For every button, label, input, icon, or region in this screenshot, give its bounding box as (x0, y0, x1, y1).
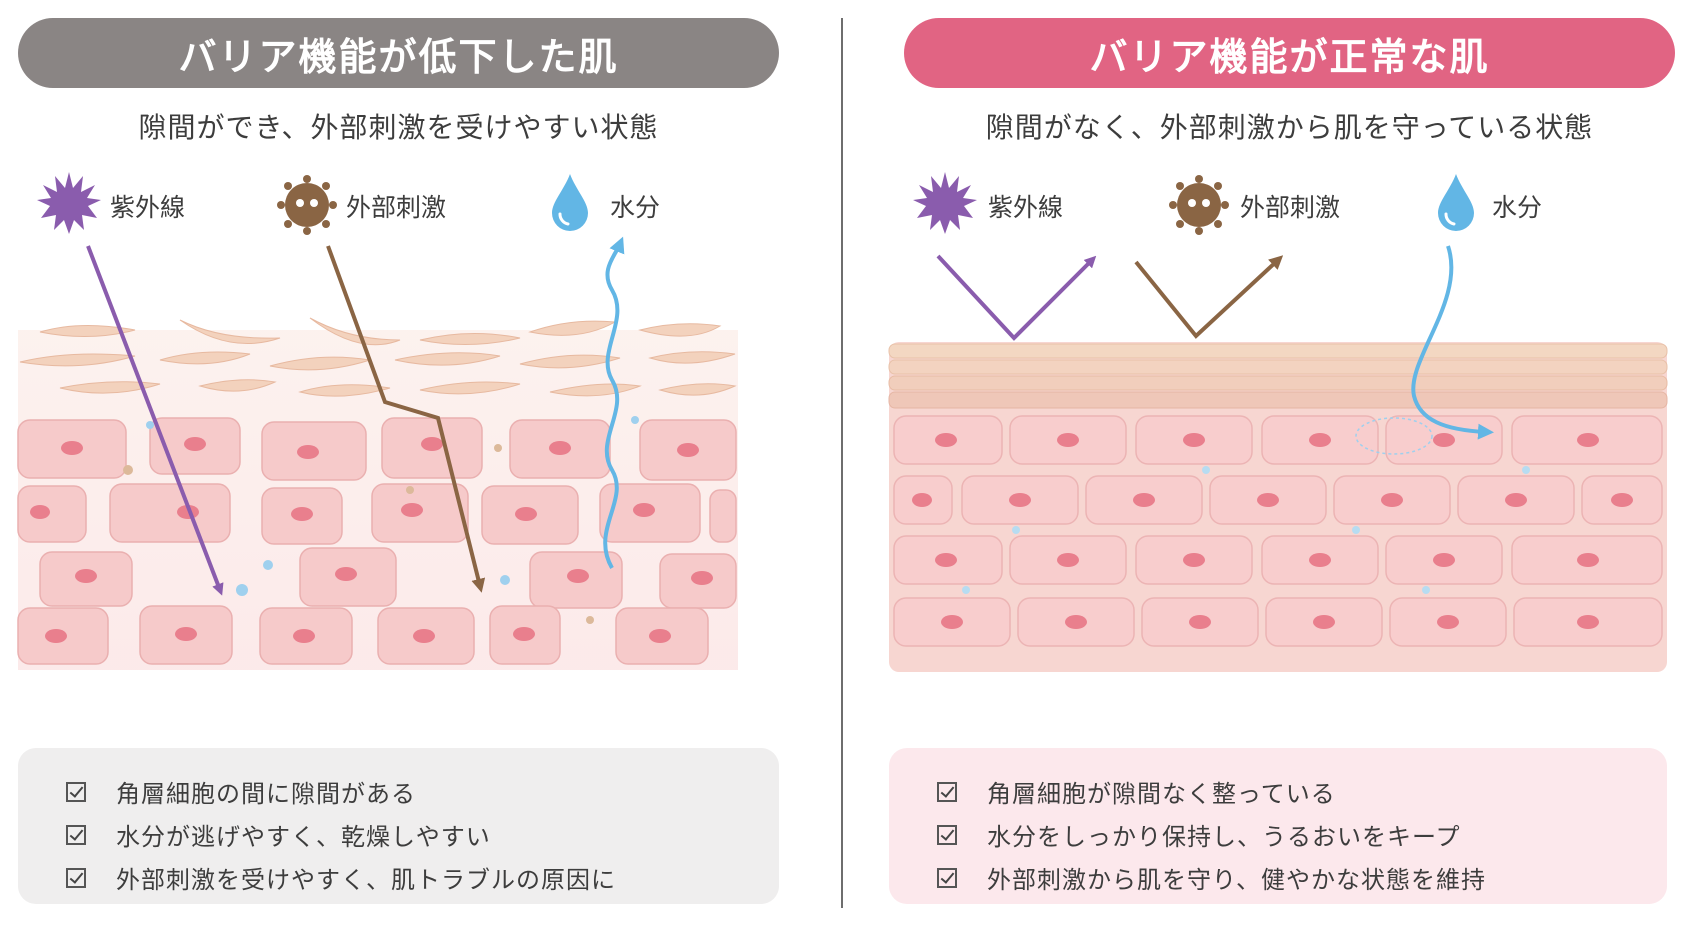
healthy-barrier-subtitle: 隙間がなく、外部刺激から肌を守っている状態 (985, 111, 1594, 144)
damaged-skin-cells (17, 417, 737, 665)
uv-star-icon (913, 172, 977, 234)
check-item: 角層細胞の間に隙間がある (66, 770, 616, 813)
healthy-barrier-title: バリア機能が正常な肌 (904, 18, 1675, 88)
uv-deflected-arrow (936, 254, 1097, 341)
check-item-label: 水分が逃げやすく、乾燥しやすい (116, 823, 491, 851)
cell-nuclei (30, 437, 713, 643)
irritant-deflected-arrow (1134, 255, 1284, 339)
damaged-checklist-box: 角層細胞の間に隙間がある 水分が逃げやすく、乾燥しやすい 外部刺激を受けやすく、… (18, 748, 779, 904)
water-label: 水分 (1492, 193, 1543, 222)
damaged-barrier-panel: バリア機能が低下した肌 隙間ができ、外部刺激を受けやすい状態 紫外線 外部刺激 … (0, 0, 836, 929)
check-item-label: 外部刺激から肌を守り、健やかな状態を維持 (987, 866, 1487, 894)
uv-label: 紫外線 (110, 193, 186, 222)
water-escaping-arrow (603, 236, 625, 570)
gap-particles (146, 416, 639, 596)
checkbox-checked-icon (66, 867, 86, 888)
damaged-barrier-title: バリア機能が低下した肌 (18, 18, 779, 88)
healthy-barrier-panel: バリア機能が正常な肌 隙間がなく、外部刺激から肌を守っている状態 紫外線 外部刺… (846, 0, 1693, 929)
irritant-germ-icon (1169, 175, 1229, 235)
irritant-label: 外部刺激 (346, 193, 447, 222)
panel-divider (841, 18, 843, 908)
irritant-germ-icon (277, 175, 337, 235)
water-drop-icon (552, 174, 588, 231)
cell-nuclei (912, 433, 1633, 629)
irritant-penetrating-arrow (326, 245, 486, 593)
water-retained-arrow (1411, 245, 1494, 440)
retained-drop-outline (1355, 417, 1433, 455)
healthy-checklist-box: 角層細胞が隙間なく整っている 水分をしっかり保持し、うるおいをキープ 外部刺激か… (889, 748, 1667, 904)
water-label: 水分 (610, 193, 661, 222)
irritant-label: 外部刺激 (1240, 193, 1341, 222)
check-item: 角層細胞が隙間なく整っている (937, 770, 1486, 813)
check-item: 外部刺激から肌を守り、健やかな状態を維持 (937, 856, 1486, 899)
check-item: 水分が逃げやすく、乾燥しやすい (66, 813, 616, 856)
uv-penetrating-arrow (86, 245, 224, 596)
check-item: 水分をしっかり保持し、うるおいをキープ (937, 813, 1486, 856)
uv-star-icon (37, 172, 101, 234)
checkbox-checked-icon (66, 781, 86, 802)
check-item-label: 水分をしっかり保持し、うるおいをキープ (987, 823, 1461, 851)
check-item-label: 角層細胞が隙間なく整っている (987, 780, 1336, 808)
damaged-stratum-corneum (19, 317, 737, 397)
checkbox-checked-icon (937, 867, 957, 888)
damaged-barrier-subtitle: 隙間ができ、外部刺激を受けやすい状態 (138, 111, 659, 144)
check-item-label: 角層細胞の間に隙間がある (116, 780, 416, 808)
water-drop-icon (1438, 174, 1474, 231)
healthy-skin-diagram (888, 245, 1668, 672)
check-item-label: 外部刺激を受けやすく、肌トラブルの原因に (116, 866, 616, 894)
retained-moisture (962, 466, 1530, 594)
checkbox-checked-icon (937, 781, 957, 802)
check-item: 外部刺激を受けやすく、肌トラブルの原因に (66, 856, 616, 899)
checkbox-checked-icon (66, 824, 86, 845)
damaged-skin-diagram (17, 236, 738, 670)
damaged-checklist: 角層細胞の間に隙間がある 水分が逃げやすく、乾燥しやすい 外部刺激を受けやすく、… (66, 770, 616, 899)
uv-label: 紫外線 (988, 193, 1064, 222)
healthy-stratum-corneum (888, 343, 1668, 409)
checkbox-checked-icon (937, 824, 957, 845)
debris-particles (123, 444, 594, 624)
healthy-checklist: 角層細胞が隙間なく整っている 水分をしっかり保持し、うるおいをキープ 外部刺激か… (937, 770, 1486, 899)
